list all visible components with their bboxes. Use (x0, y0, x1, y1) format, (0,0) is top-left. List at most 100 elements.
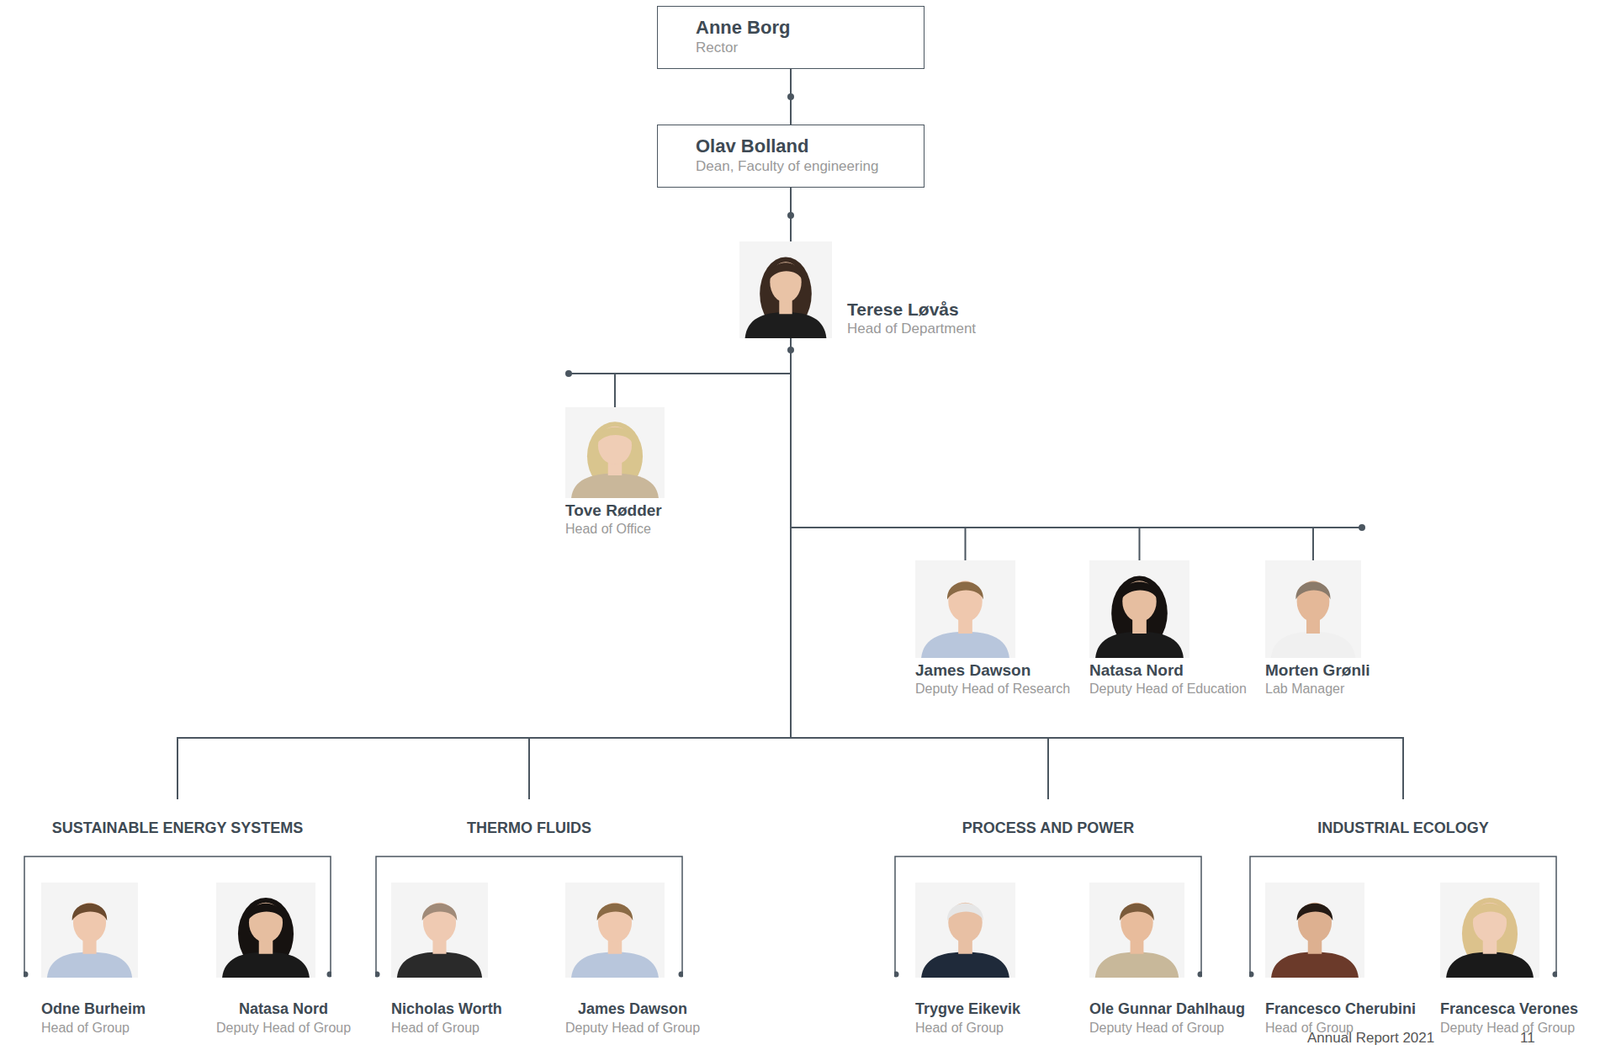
photo-background (1440, 882, 1540, 978)
photo-background (739, 241, 832, 339)
role-title: Lab Manager (1265, 679, 1371, 698)
photo-background (565, 407, 665, 499)
shirt (397, 951, 483, 978)
hair (1297, 903, 1334, 921)
person-name: Tove Rødder (565, 500, 663, 520)
role-title: Deputy Head of Group (1440, 1018, 1579, 1037)
person-name: Odne Burheim (41, 980, 146, 1019)
org-connector (614, 338, 791, 408)
shirt (571, 473, 659, 499)
shirt (921, 951, 1010, 978)
person-card: Ole Gunnar DahlhaugDeputy Head of Group (1089, 882, 1246, 1037)
portrait-photo (739, 241, 832, 339)
shirt (571, 951, 659, 978)
photo-background (1089, 882, 1185, 978)
photo-background (1265, 560, 1362, 658)
hair (248, 903, 285, 921)
photo-background (565, 882, 665, 978)
text-block: Francesco CherubiniHead of Group (1265, 980, 1416, 1037)
role-title: Deputy Head of Education (1089, 679, 1247, 698)
person-card: Trygve EikevikHead of Group (915, 882, 1021, 1037)
hair (1472, 903, 1509, 921)
role-title: Head of Group (391, 1018, 503, 1037)
hair (72, 903, 107, 921)
role-title: Head of Group (915, 1018, 1021, 1037)
group-panel: PROCESS AND POWERTrygve EikevikHead of G… (894, 799, 1203, 1031)
connector-dot (894, 971, 900, 978)
person-card: Nicholas WorthHead of Group (391, 882, 503, 1037)
role-title: Dean, Faculty of engineering (695, 157, 907, 176)
text-block: James DawsonDeputy Head of Research (915, 660, 1071, 698)
connector-dot (1249, 971, 1255, 978)
portrait-photo (1089, 560, 1190, 658)
portrait-photo (915, 560, 1016, 658)
photo-background (391, 882, 488, 978)
connector-dot (1197, 971, 1203, 978)
text-block: Morten GrønliLab Manager (1265, 660, 1371, 698)
group-heading: PROCESS AND POWER (894, 799, 1203, 838)
shirt (1446, 951, 1534, 978)
person-name: Natasa Nord (216, 980, 351, 1019)
person-name: James Dawson (565, 980, 700, 1019)
hair (597, 427, 634, 444)
text-block: Odne BurheimHead of Group (41, 980, 146, 1037)
photo-background (1265, 882, 1365, 978)
person-name: Ole Gunnar Dahlhaug (1089, 980, 1246, 1019)
org-connector (790, 338, 1314, 561)
hair (768, 262, 803, 281)
group-heading: INDUSTRIAL ECOLOGY (1249, 799, 1558, 838)
photo-background (41, 882, 138, 978)
person-name: Francesca Verones (1440, 980, 1579, 1019)
text-block: Terese LøvåsHead of Department (847, 298, 976, 339)
shirt (745, 312, 827, 339)
org-connector (789, 187, 792, 242)
photo-background (915, 882, 1016, 978)
portrait-photo (1265, 560, 1362, 658)
page-number: 11 (1520, 1029, 1536, 1047)
person-card: Natasa NordDeputy Head of Group (216, 882, 351, 1037)
person-card: James DawsonDeputy Head of Research (915, 560, 1071, 698)
portrait-photo (41, 882, 138, 978)
photo-background (1089, 560, 1190, 658)
group-panel: INDUSTRIAL ECOLOGYFrancesco CherubiniHea… (1249, 799, 1558, 1031)
org-connector (177, 338, 791, 800)
person-card: Odne BurheimHead of Group (41, 882, 146, 1037)
hair (947, 903, 984, 921)
photo-background (216, 882, 316, 978)
connector-dot (1552, 971, 1558, 978)
footer-text: Annual Report 2021 (1307, 1029, 1435, 1047)
portrait-photo (391, 882, 488, 978)
person-card: James DawsonDeputy Head of Group (565, 882, 700, 1037)
person-card: Natasa NordDeputy Head of Education (1089, 560, 1247, 698)
portrait-photo (1265, 882, 1365, 978)
portrait-photo (915, 882, 1016, 978)
role-title: Rector (695, 38, 907, 58)
group-heading: SUSTAINABLE ENERGY SYSTEMS (23, 799, 332, 838)
shirt (1095, 951, 1179, 978)
person-name: Francesco Cherubini (1265, 980, 1416, 1019)
role-box: Anne BorgRector (656, 5, 925, 69)
shirt (1271, 951, 1359, 978)
org-connector (790, 338, 1404, 800)
hair (422, 903, 457, 921)
text-block: Trygve EikevikHead of Group (915, 980, 1021, 1037)
connector-dot (375, 971, 381, 978)
person-name: Natasa Nord (1089, 660, 1247, 680)
group-panel: SUSTAINABLE ENERGY SYSTEMSOdne BurheimHe… (23, 799, 332, 1031)
group-heading: THERMO FLUIDS (375, 799, 684, 838)
person-card: Francesco CherubiniHead of Group (1265, 882, 1416, 1037)
hair (1119, 903, 1155, 921)
person-card: Tove RødderHead of Office (565, 407, 665, 538)
text-block: Francesca VeronesDeputy Head of Group (1440, 980, 1579, 1037)
person-name: Anne Borg (695, 16, 907, 39)
connector-dot (678, 971, 684, 978)
role-title: Deputy Head of Group (1089, 1018, 1246, 1037)
shirt (47, 951, 133, 978)
hair (597, 903, 634, 921)
shirt (1095, 631, 1184, 658)
portrait-photo (1089, 882, 1185, 978)
connector-dot (327, 971, 333, 978)
shirt (222, 951, 310, 978)
role-title: Head of Department (847, 319, 976, 339)
